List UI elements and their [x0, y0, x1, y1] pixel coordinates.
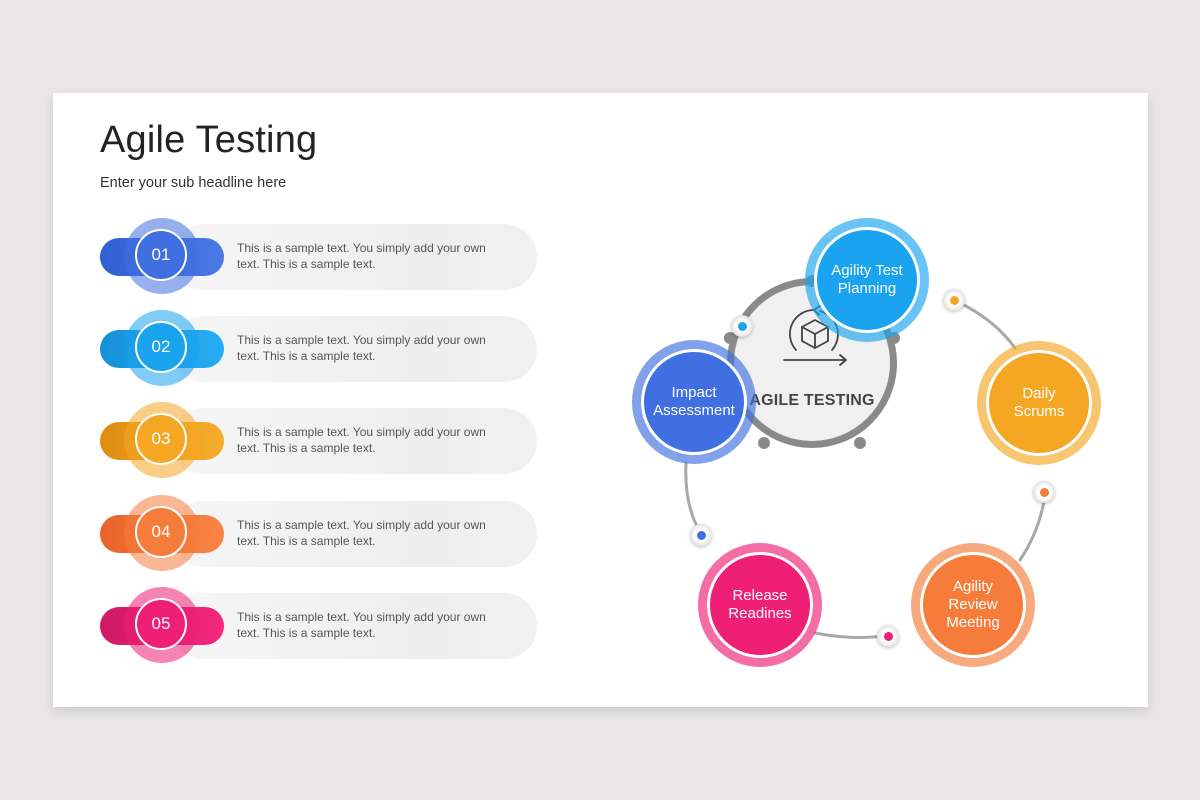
list-item-text: This is a sample text. You simply add yo…: [237, 241, 486, 271]
list-item-05: 05 This is a sample text. You simply add…: [100, 587, 537, 663]
node-agility-review-meeting: Agility Review Meeting: [911, 543, 1035, 667]
list-item-text: This is a sample text. You simply add yo…: [237, 425, 486, 455]
connector-dot-yellow: [943, 289, 965, 311]
hub-knob: [724, 332, 736, 344]
center-label: AGILE TESTING: [749, 392, 875, 409]
list-item-01: 01 This is a sample text. You simply add…: [100, 218, 537, 294]
list-item-04: 04 This is a sample text. You simply add…: [100, 495, 537, 571]
node-label: Agility Test Planning: [814, 227, 920, 333]
list-item-text: This is a sample text. You simply add yo…: [237, 610, 486, 640]
list-item-03: 03 This is a sample text. You simply add…: [100, 402, 537, 478]
node-label: Impact Assessment: [641, 349, 747, 455]
node-label: Release Readines: [707, 552, 813, 658]
connector-dot-orange: [1033, 481, 1055, 503]
text-bar: [170, 224, 537, 290]
number-badge: 04: [135, 506, 187, 558]
node-agility-test-planning: Agility Test Planning: [805, 218, 929, 342]
node-label: Daily Scrums: [986, 350, 1092, 456]
node-release-readines: Release Readines: [698, 543, 822, 667]
slide: Agile Testing Enter your sub headline he…: [53, 93, 1148, 707]
number-badge: 01: [135, 229, 187, 281]
node-daily-scrums: Daily Scrums: [977, 341, 1101, 465]
text-bar: [170, 593, 537, 659]
list-item-02: 02 This is a sample text. You simply add…: [100, 310, 537, 386]
page-subtitle: Enter your sub headline here: [100, 175, 287, 191]
list-item-text: This is a sample text. You simply add yo…: [237, 333, 486, 363]
number-badge: 02: [135, 321, 187, 373]
connector-dot-indigo: [690, 524, 712, 546]
hub-knob: [854, 437, 866, 449]
node-impact-assessment: Impact Assessment: [632, 340, 756, 464]
hub-knob: [758, 437, 770, 449]
node-label: Agility Review Meeting: [920, 552, 1026, 658]
text-bar: [170, 501, 537, 567]
page-title: Agile Testing: [100, 119, 318, 161]
number-badge: 03: [135, 413, 187, 465]
text-bar: [170, 316, 537, 382]
connector-dot-pink: [877, 625, 899, 647]
connector-dot-blue: [731, 315, 753, 337]
list-item-text: This is a sample text. You simply add yo…: [237, 518, 486, 548]
number-badge: 05: [135, 598, 187, 650]
text-bar: [170, 408, 537, 474]
